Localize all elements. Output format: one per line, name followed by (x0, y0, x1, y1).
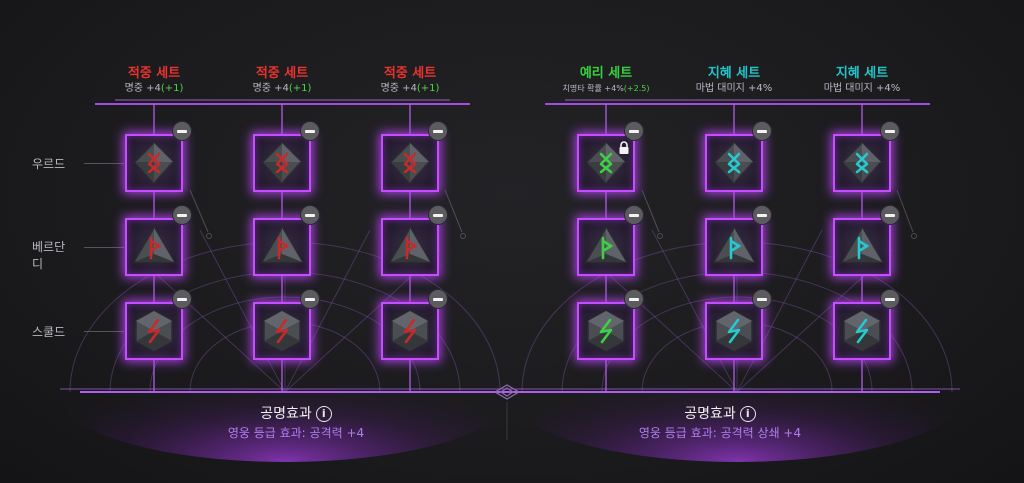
rune-stone-icon (133, 141, 175, 185)
rune-stone-icon (715, 310, 753, 352)
rune-slot-urd[interactable] (125, 134, 183, 192)
resonance-title: 공명효과 (684, 406, 736, 422)
resonance-title: 공명효과 (260, 406, 312, 422)
remove-rune-icon[interactable] (880, 121, 900, 141)
resonance-effect-text: 영웅 등급 효과: 공격력 상쇄 +4 (638, 426, 802, 440)
remove-rune-icon[interactable] (752, 121, 772, 141)
rune-slot-skuld[interactable] (253, 302, 311, 360)
remove-rune-icon[interactable] (172, 289, 192, 309)
rune-slot-verdandi[interactable] (833, 218, 891, 276)
row-divider (84, 331, 124, 332)
rune-slot-urd[interactable] (705, 134, 763, 192)
rune-stone-icon (587, 310, 625, 352)
set-effect-text: 치명타 확률 +4% (562, 84, 624, 93)
row-label-verdandi: 베르단디 (32, 240, 66, 271)
rune-slot-skuld[interactable] (125, 302, 183, 360)
rune-slot-skuld[interactable] (705, 302, 763, 360)
remove-rune-icon[interactable] (300, 121, 320, 141)
set-title: 적중 세트 (127, 66, 181, 81)
set-bonus-text: (+1) (288, 83, 312, 94)
rune-slot-verdandi[interactable] (125, 218, 183, 276)
rune-slot-skuld[interactable] (833, 302, 891, 360)
info-icon[interactable]: i (739, 406, 756, 422)
set-title: 적중 세트 (255, 66, 309, 81)
rune-stone-icon (391, 310, 429, 352)
remove-rune-icon[interactable] (172, 121, 192, 141)
remove-rune-icon[interactable] (752, 289, 772, 309)
rune-stone-icon (389, 141, 431, 185)
rune-stone-icon (840, 226, 884, 263)
rune-stone-icon (584, 226, 628, 263)
remove-rune-icon[interactable] (880, 289, 900, 309)
row-divider (84, 247, 124, 248)
set-bonus-text: (+2.5) (623, 84, 650, 93)
rune-stone-icon (585, 141, 627, 185)
set-effect: 명중 +4(+1) (217, 82, 347, 96)
set-effect-text: 명중 +4 (380, 83, 417, 94)
remove-rune-icon[interactable] (428, 289, 448, 309)
rune-stone-icon (263, 310, 301, 352)
set-bonus-text: (+1) (160, 83, 184, 94)
resonance-effect-text: 영웅 등급 효과: 공격력 +4 (227, 426, 365, 440)
lock-icon (619, 141, 629, 154)
remove-rune-icon[interactable] (624, 205, 644, 225)
remove-rune-icon[interactable] (172, 205, 192, 225)
rune-slot-skuld[interactable] (381, 302, 439, 360)
rune-stone-icon (261, 141, 303, 185)
rune-slot-skuld[interactable] (577, 302, 635, 360)
set-effect: 마법 대미지 +4% (797, 82, 927, 96)
rune-slot-urd[interactable] (381, 134, 439, 192)
set-title: 지혜 세트 (707, 66, 761, 81)
remove-rune-icon[interactable] (428, 205, 448, 225)
set-title: 지혜 세트 (835, 66, 889, 81)
set-effect: 마법 대미지 +4% (669, 82, 799, 96)
rune-stone-icon (841, 141, 883, 185)
set-effect: 명중 +4(+1) (89, 82, 219, 96)
set-bonus-text: (+1) (416, 83, 440, 94)
rune-stone-icon (132, 226, 176, 263)
remove-rune-icon[interactable] (624, 289, 644, 309)
rune-stone-icon (712, 226, 756, 263)
rune-slot-verdandi[interactable] (705, 218, 763, 276)
remove-rune-icon[interactable] (624, 121, 644, 141)
rune-slot-urd[interactable] (833, 134, 891, 192)
remove-rune-icon[interactable] (428, 121, 448, 141)
row-divider (84, 163, 124, 164)
set-effect-text: 명중 +4 (252, 83, 289, 94)
rune-stone-icon (713, 141, 755, 185)
rune-slot-verdandi[interactable] (253, 218, 311, 276)
set-title: 적중 세트 (383, 66, 437, 81)
set-effect-text: 마법 대미지 +4% (823, 83, 901, 94)
set-effect: 치명타 확률 +4%(+2.5) (541, 82, 671, 96)
remove-rune-icon[interactable] (300, 205, 320, 225)
set-title: 예리 세트 (579, 66, 633, 81)
rune-stone-icon (388, 226, 432, 263)
remove-rune-icon[interactable] (752, 205, 772, 225)
set-effect: 명중 +4(+1) (345, 82, 475, 96)
info-icon[interactable]: i (315, 406, 332, 422)
rune-stone-icon (260, 226, 304, 263)
remove-rune-icon[interactable] (880, 205, 900, 225)
rune-slot-urd[interactable] (253, 134, 311, 192)
rune-slot-urd[interactable] (577, 134, 635, 192)
row-label-urd: 우르드 (32, 157, 66, 171)
row-label-skuld: 스쿨드 (32, 325, 66, 339)
center-ornament-icon (493, 384, 521, 400)
rune-stone-icon (135, 310, 173, 352)
rune-stone-icon (843, 310, 881, 352)
remove-rune-icon[interactable] (300, 289, 320, 309)
set-effect-text: 명중 +4 (124, 83, 161, 94)
set-effect-text: 마법 대미지 +4% (695, 83, 773, 94)
rune-slot-verdandi[interactable] (577, 218, 635, 276)
rune-slot-verdandi[interactable] (381, 218, 439, 276)
